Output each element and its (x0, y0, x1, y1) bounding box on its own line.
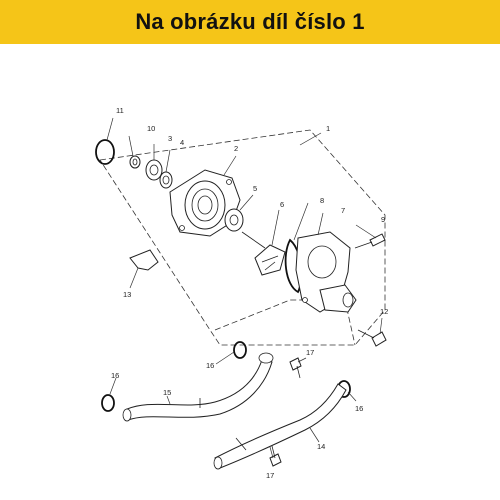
callout-11: 11 (116, 106, 124, 115)
callout-14: 14 (317, 442, 325, 451)
callout-17a: 17 (306, 348, 314, 357)
pump-housing-2 (169, 169, 241, 237)
callout-10: 10 (147, 124, 155, 133)
callout-4: 4 (180, 138, 184, 147)
assembly-outline (99, 129, 386, 346)
callout-5: 5 (253, 184, 257, 193)
bolt-17b (269, 445, 282, 467)
title-banner: Na obrázku díl číslo 1 (0, 0, 500, 44)
pipe-14 (213, 383, 347, 470)
bolt-9 (354, 233, 386, 249)
pipe-15 (122, 352, 274, 422)
bolt-12 (357, 329, 387, 347)
oring-11 (95, 139, 115, 165)
oring-16a (233, 341, 247, 359)
callout-15: 15 (163, 388, 171, 397)
bolt-17a (289, 357, 302, 379)
callout-12: 12 (380, 307, 388, 316)
callout-7: 7 (341, 206, 345, 215)
clip-13 (129, 249, 159, 271)
oring-16c (101, 394, 115, 412)
banner-title: Na obrázku díl číslo 1 (135, 9, 365, 34)
callout-9: 9 (381, 215, 385, 224)
callout-17b: 17 (266, 471, 274, 480)
callout-8: 8 (320, 196, 324, 205)
callout-16a: 16 (206, 361, 214, 370)
callout-16b: 16 (355, 404, 363, 413)
callout-2: 2 (234, 144, 238, 153)
callout-1: 1 (326, 124, 330, 133)
impeller-6 (241, 231, 286, 276)
pump-cover-7 (295, 231, 357, 313)
callout-13: 13 (123, 290, 131, 299)
callout-6: 6 (280, 200, 284, 209)
callout-3: 3 (168, 134, 172, 143)
callout-16c: 16 (111, 371, 119, 380)
